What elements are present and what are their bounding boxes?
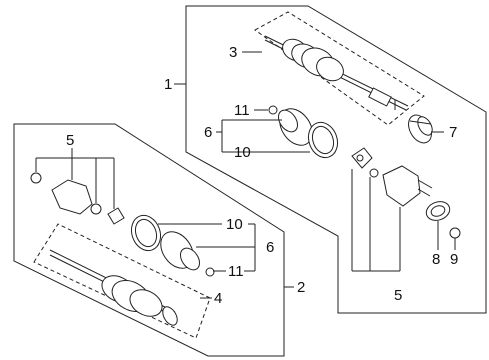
axle-shaft-assembly-upper xyxy=(264,35,409,111)
assembly-panel-right xyxy=(185,5,487,314)
leader-lines-left xyxy=(35,148,294,299)
axle-3-dashed-frame xyxy=(254,11,425,126)
cv-joint-outer-7 xyxy=(408,114,433,144)
callout-10-lower: 10 xyxy=(226,216,243,233)
axle-shaft-assembly-lower xyxy=(49,249,178,326)
callout-3: 3 xyxy=(229,44,237,61)
callout-5-left: 5 xyxy=(66,132,74,149)
boot-kit-lower xyxy=(130,214,215,277)
callout-8: 8 xyxy=(432,251,440,268)
tripod-joint-parts-right xyxy=(351,147,433,207)
tripod-joint-parts-left xyxy=(30,172,125,225)
boot-kit-upper xyxy=(268,105,339,159)
callout-6-right: 6 xyxy=(204,124,212,141)
callout-6-left: 6 xyxy=(266,239,274,256)
callout-1: 1 xyxy=(164,76,172,93)
assembly-panel-left xyxy=(13,123,285,357)
callout-7: 7 xyxy=(449,124,457,141)
callout-5-right: 5 xyxy=(394,287,402,304)
callout-11-lower: 11 xyxy=(228,263,244,280)
callout-11-upper: 11 xyxy=(234,102,250,119)
leader-lines-right xyxy=(174,51,456,272)
callout-10-upper: 10 xyxy=(234,144,251,161)
callout-4: 4 xyxy=(214,290,222,307)
callout-9: 9 xyxy=(450,251,458,268)
snap-ring-9 xyxy=(449,227,461,239)
callout-2: 2 xyxy=(297,279,305,296)
